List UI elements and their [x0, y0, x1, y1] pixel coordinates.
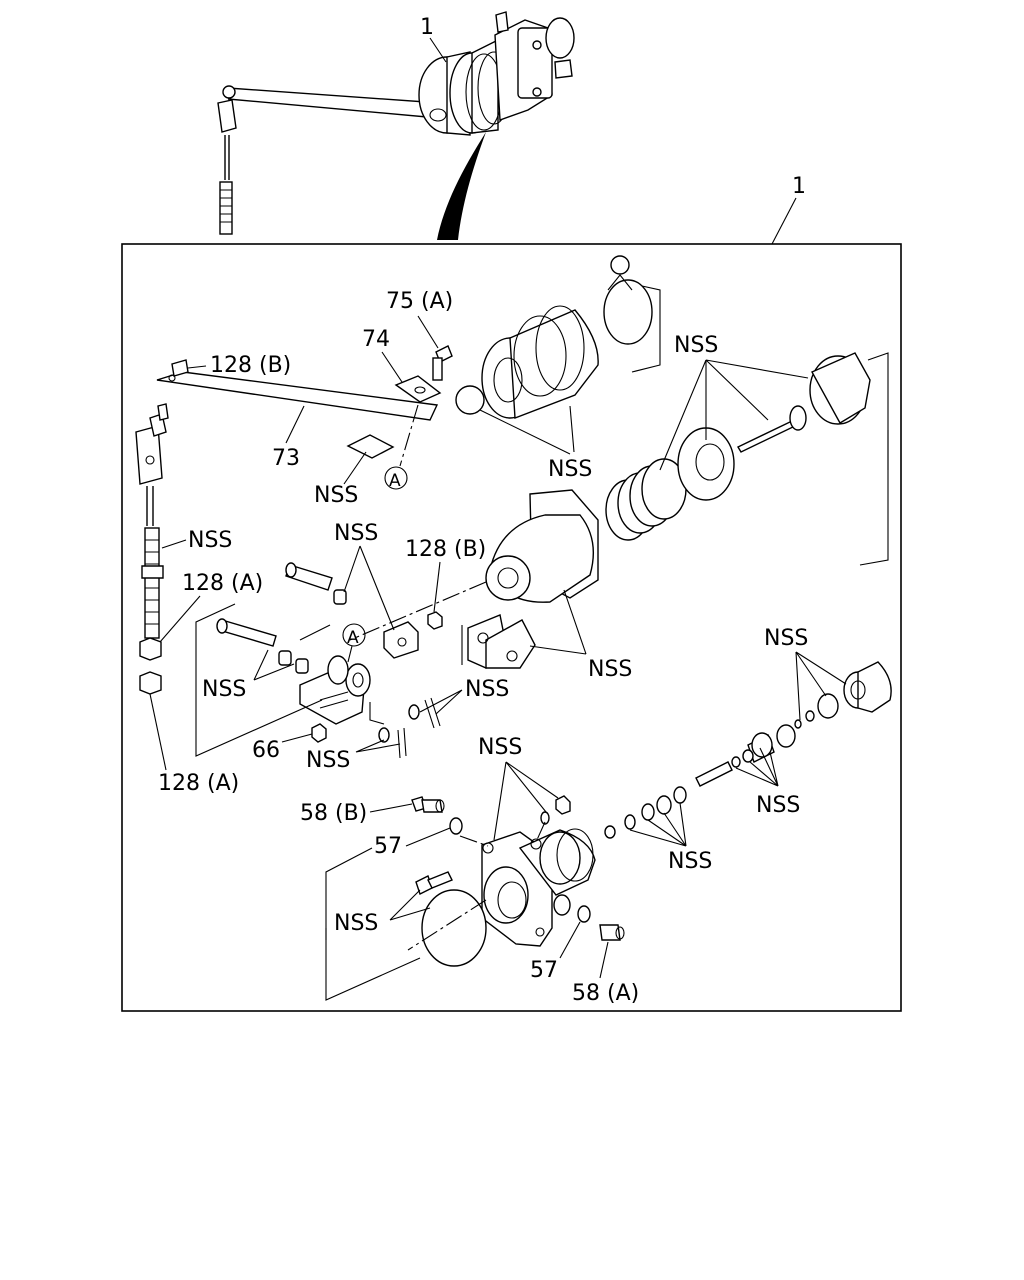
- label-part-74: 74: [362, 327, 390, 352]
- label-part-75a: 75 (A): [386, 289, 453, 314]
- detail-frame: [121, 243, 902, 1012]
- pins-and-clevis: [195, 562, 441, 759]
- lower-housing: [325, 795, 625, 1001]
- label-part-128b-top: 128 (B): [210, 353, 291, 378]
- valve-parts: [604, 661, 892, 839]
- label-part-57-left: 57: [374, 834, 402, 859]
- label-assembly-box: 1: [792, 174, 806, 199]
- ref-a-marker-1: A: [389, 471, 401, 491]
- label-nss-clip-right: NSS: [465, 677, 509, 702]
- label-nss-pins-upper: NSS: [334, 521, 378, 546]
- label-nss-rod-end: NSS: [188, 528, 232, 553]
- label-nss-cover: NSS: [334, 911, 378, 936]
- label-part-58a: 58 (A): [572, 981, 639, 1006]
- front-boot: [455, 255, 661, 419]
- label-part-58b: 58 (B): [300, 801, 367, 826]
- label-part-73: 73: [272, 446, 300, 471]
- label-nss-top-nut: NSS: [478, 735, 522, 760]
- label-nss-spring-group: NSS: [674, 333, 718, 358]
- label-part-128a-lower: 128 (A): [158, 771, 239, 796]
- label-part-128a-upper: 128 (A): [182, 571, 263, 596]
- label-nss-pins-left: NSS: [202, 677, 246, 702]
- label-part-128b-mid: 128 (B): [405, 537, 486, 562]
- label-nss-right-boot: NSS: [764, 626, 808, 651]
- ref-a-marker-2: A: [347, 628, 359, 648]
- cylinder-housing: [349, 489, 599, 669]
- label-nss-valve-lower: NSS: [668, 849, 712, 874]
- label-nss-housing: NSS: [588, 657, 632, 682]
- label-part-57-bottom: 57: [530, 958, 558, 983]
- label-nss-clip-lower: NSS: [306, 748, 350, 773]
- label-assembly-top: 1: [420, 15, 434, 40]
- label-nss-valve-upper: NSS: [756, 793, 800, 818]
- spring-group: [605, 352, 889, 566]
- label-part-66: 66: [252, 738, 280, 763]
- assembled-cylinder-top: [217, 11, 575, 240]
- callout-arrow: [437, 132, 486, 240]
- label-nss-plate: NSS: [314, 483, 358, 508]
- label-nss-front-boot: NSS: [548, 457, 592, 482]
- push-rod-assembly: [135, 345, 453, 695]
